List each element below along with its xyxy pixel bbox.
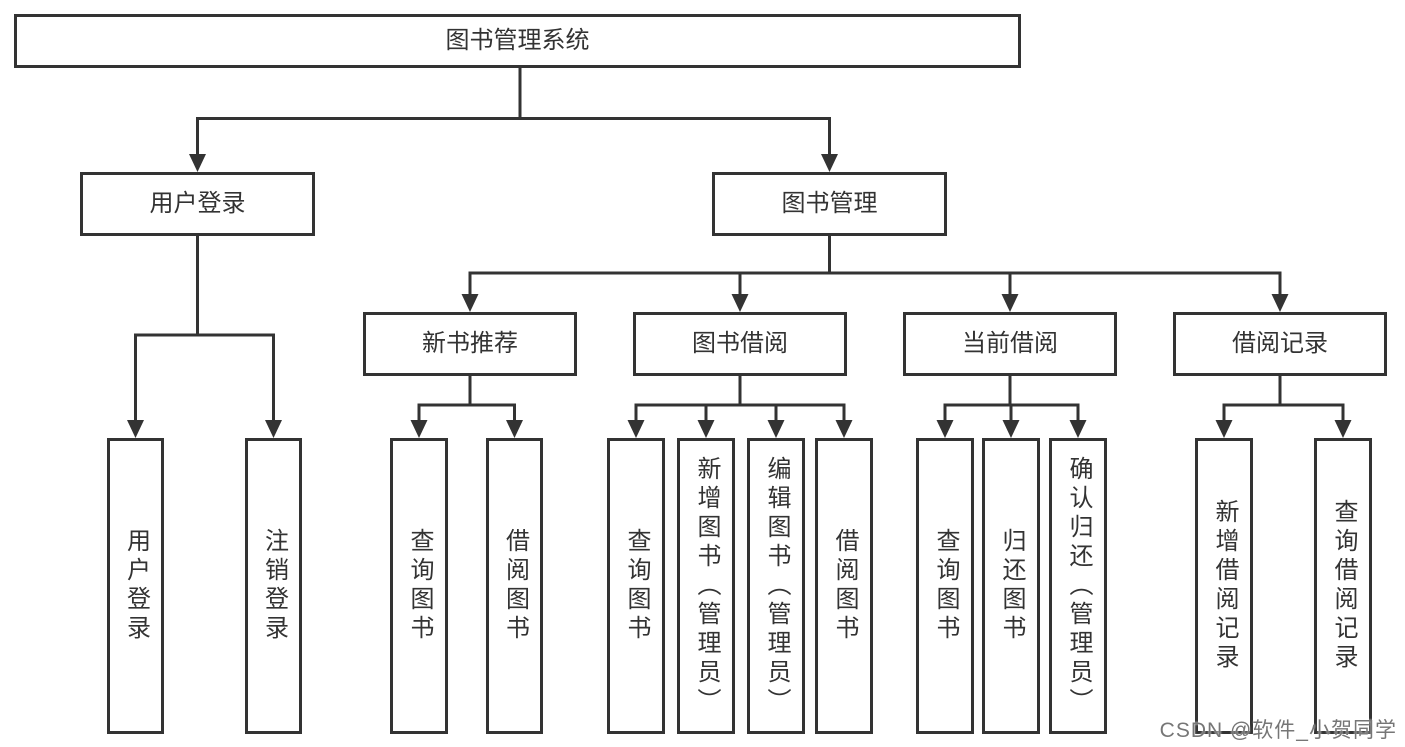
node-bw-borrow-books: 借阅图书 <box>815 438 873 734</box>
node-cu-return-books: 归还图书 <box>982 438 1040 734</box>
arrowhead-icons <box>127 154 1352 438</box>
node-rc-query-record: 查询借阅记录 <box>1314 438 1372 734</box>
csdn-watermark: CSDN @软件_小贺同学 <box>1159 719 1397 742</box>
node-root: 图书管理系统 <box>14 14 1021 68</box>
node-bw-edit-books-admin: 编辑图书（管理员） <box>747 438 805 734</box>
node-bw-query-books: 查询图书 <box>607 438 665 734</box>
node-nb-query-books: 查询图书 <box>390 438 448 734</box>
node-login: 用户登录 <box>107 438 164 734</box>
tree-edges <box>134 68 1345 421</box>
node-cu-query-books: 查询图书 <box>916 438 974 734</box>
node-rc-add-record: 新增借阅记录 <box>1195 438 1253 734</box>
node-borrowing: 图书借阅 <box>633 312 847 376</box>
node-new-books: 新书推荐 <box>363 312 577 376</box>
node-borrow-records: 借阅记录 <box>1173 312 1387 376</box>
node-bw-add-books-admin: 新增图书（管理员） <box>677 438 735 734</box>
node-cu-confirm-return-admin: 确认归还（管理员） <box>1049 438 1107 734</box>
node-current-borrow: 当前借阅 <box>903 312 1117 376</box>
node-user-login: 用户登录 <box>80 172 315 236</box>
node-book-mgmt: 图书管理 <box>712 172 947 236</box>
node-logout: 注销登录 <box>245 438 302 734</box>
node-nb-borrow-books: 借阅图书 <box>486 438 543 734</box>
